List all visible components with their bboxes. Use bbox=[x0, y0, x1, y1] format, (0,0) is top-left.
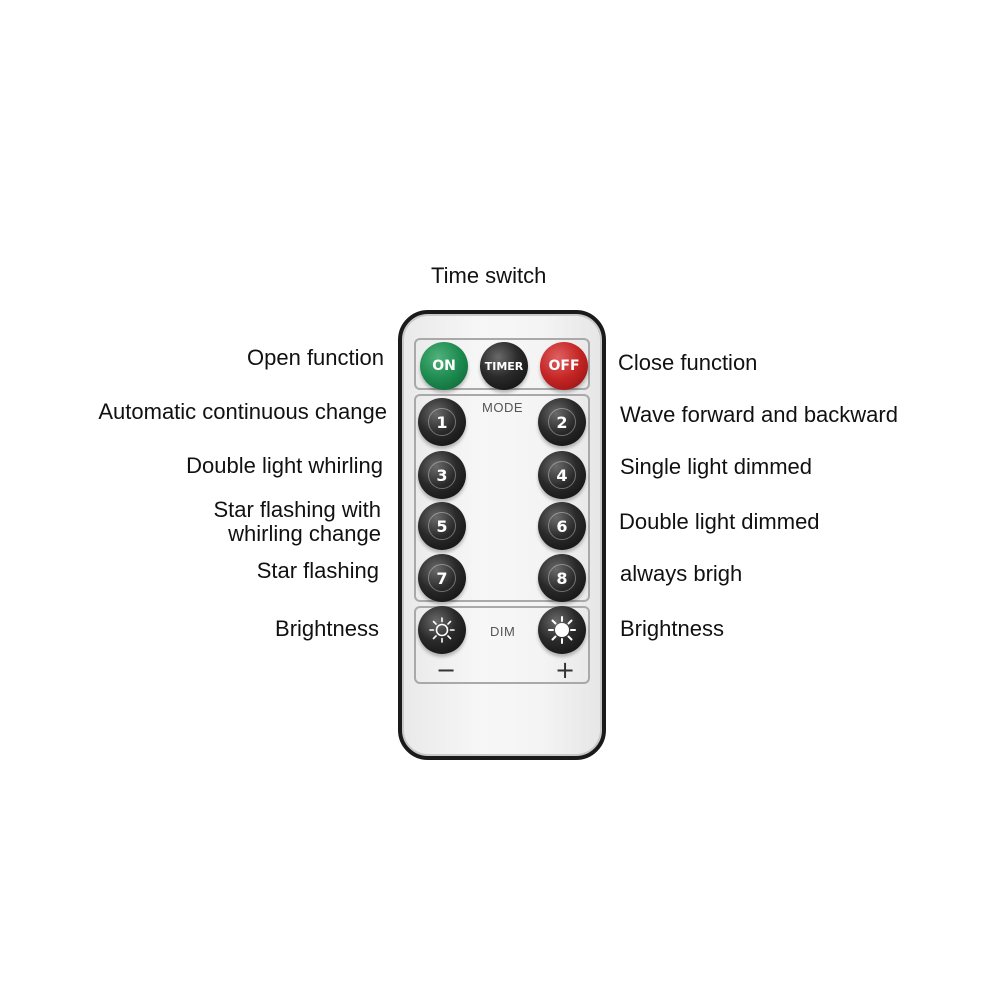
star-flashing-label: Star flashing bbox=[256, 558, 379, 583]
mode-1-button[interactable]: 1 bbox=[418, 398, 466, 446]
sun-dim-icon bbox=[429, 617, 455, 643]
off-button-label: OFF bbox=[548, 358, 580, 374]
close-function-label: Close function bbox=[618, 350, 758, 375]
mode-4-label: 4 bbox=[556, 465, 568, 485]
mode-6-button[interactable]: 6 bbox=[538, 502, 586, 550]
wave-forward-backward-label: Wave forward and backward bbox=[620, 402, 898, 427]
off-button[interactable]: OFF bbox=[540, 342, 588, 390]
dim-panel bbox=[414, 606, 590, 684]
brightness-down-button[interactable] bbox=[418, 606, 466, 654]
mode-5-label: 5 bbox=[436, 516, 448, 536]
double-light-whirling-label: Double light whirling bbox=[186, 453, 383, 478]
mode-7-button[interactable]: 7 bbox=[418, 554, 466, 602]
time-switch-label: Time switch bbox=[431, 263, 547, 288]
automatic-continuous-change-label: Automatic continuous change bbox=[98, 399, 387, 424]
remote-control: ON TIMER OFF MODE 1 2 3 4 5 6 7 8 DIM bbox=[398, 310, 606, 760]
timer-button-label: TIMER bbox=[484, 359, 524, 373]
mode-3-button[interactable]: 3 bbox=[418, 451, 466, 499]
mode-8-button[interactable]: 8 bbox=[538, 554, 586, 602]
mode-5-button[interactable]: 5 bbox=[418, 502, 466, 550]
on-button-label: ON bbox=[432, 358, 456, 374]
mode-panel bbox=[414, 394, 590, 602]
always-bright-label: always brigh bbox=[620, 561, 743, 586]
brightness-up-button[interactable] bbox=[538, 606, 586, 654]
mode-2-label: 2 bbox=[556, 412, 568, 432]
star-flashing-whirling-label: Star flashing with whirling change bbox=[213, 497, 381, 546]
double-light-dimmed-label: Double light dimmed bbox=[619, 509, 820, 534]
timer-button[interactable]: TIMER bbox=[480, 342, 528, 390]
mode-4-button[interactable]: 4 bbox=[538, 451, 586, 499]
open-function-label: Open function bbox=[247, 345, 384, 370]
plus-sign: + bbox=[555, 656, 576, 684]
on-button[interactable]: ON bbox=[420, 342, 468, 390]
single-light-dimmed-label: Single light dimmed bbox=[620, 454, 812, 479]
brightness-down-label: Brightness bbox=[275, 616, 379, 641]
minus-sign: − bbox=[436, 656, 457, 684]
sun-bright-icon bbox=[548, 616, 576, 644]
brightness-up-label: Brightness bbox=[620, 616, 724, 641]
mode-7-label: 7 bbox=[436, 568, 448, 588]
mode-3-label: 3 bbox=[436, 465, 448, 485]
dim-label: DIM bbox=[490, 624, 516, 639]
mode-1-label: 1 bbox=[436, 412, 448, 432]
mode-8-label: 8 bbox=[556, 568, 568, 588]
mode-2-button[interactable]: 2 bbox=[538, 398, 586, 446]
mode-label: MODE bbox=[482, 400, 523, 415]
mode-6-label: 6 bbox=[556, 516, 568, 536]
